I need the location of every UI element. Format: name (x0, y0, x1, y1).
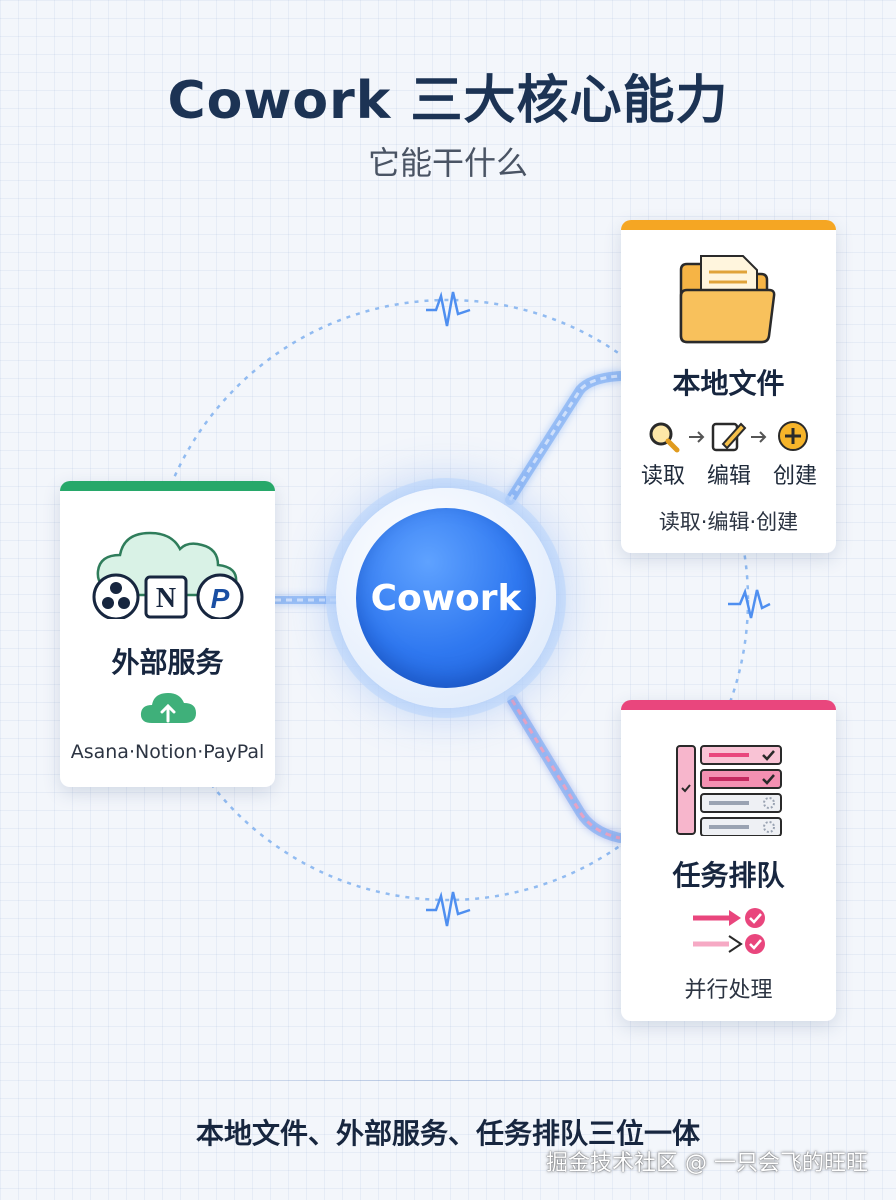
task-queue-icon (676, 745, 782, 836)
edit-icon (711, 422, 747, 452)
tasks-card-title: 任务排队 (672, 859, 785, 892)
card-external-services: N P 外部服务 Asana·Notion·PayPal (60, 481, 275, 787)
magnifier-icon (649, 422, 680, 453)
card-local-files: 本地文件 读取 编辑 创建 读取·编辑·创建 (621, 220, 836, 553)
step-edit: 编辑 (706, 464, 751, 489)
arrow-right-icon (689, 431, 705, 443)
hub-label: Cowork (370, 577, 522, 619)
card-accent-bar (60, 481, 275, 491)
parallel-arrows-icon (693, 908, 765, 954)
asana-logo-icon (92, 573, 140, 619)
notion-logo-icon: N (144, 575, 188, 619)
file-flow-icons (649, 421, 808, 453)
footer-tagline: 本地文件、外部服务、任务排队三位一体 (195, 1117, 700, 1150)
plus-circle-icon (778, 421, 808, 451)
page-subtitle: 它能干什么 (367, 144, 528, 182)
arrow-right-icon (751, 431, 767, 443)
svg-text:N: N (156, 583, 176, 614)
pulse-top (426, 291, 471, 327)
page-title: Cowork 三大核心能力 (167, 71, 729, 131)
services-cluster: N P (92, 531, 244, 619)
step-create: 创建 (772, 464, 817, 489)
footer-divider (70, 1080, 826, 1081)
external-card-subtitle: Asana·Notion·PayPal (70, 741, 265, 763)
connector-files-core (508, 374, 621, 501)
step-read: 读取 (640, 464, 685, 489)
file-steps: 读取 编辑 创建 (633, 458, 828, 489)
hub-core: Cowork (356, 508, 536, 688)
cloud-upload-icon (140, 693, 196, 723)
cowork-hub: Cowork (336, 488, 556, 708)
connector-tasks (507, 695, 625, 843)
pulse-bottom (426, 891, 471, 927)
connector-files (505, 371, 625, 505)
files-card-title: 本地文件 (672, 367, 785, 400)
card-accent-bar (621, 700, 836, 710)
pulse-right (728, 587, 771, 619)
files-card-subtitle: 读取·编辑·创建 (658, 510, 799, 534)
card-accent-bar (621, 220, 836, 230)
card-task-queue: 任务排队 并行处理 (621, 700, 836, 1021)
watermark: 掘金技术社区 @ 一只会飞的旺旺 (546, 1151, 868, 1176)
svg-text:P: P (211, 583, 230, 614)
paypal-logo-icon: P (196, 573, 244, 619)
folder-icon (679, 255, 776, 344)
tasks-card-subtitle: 并行处理 (684, 978, 773, 1003)
external-card-title: 外部服务 (111, 646, 224, 679)
